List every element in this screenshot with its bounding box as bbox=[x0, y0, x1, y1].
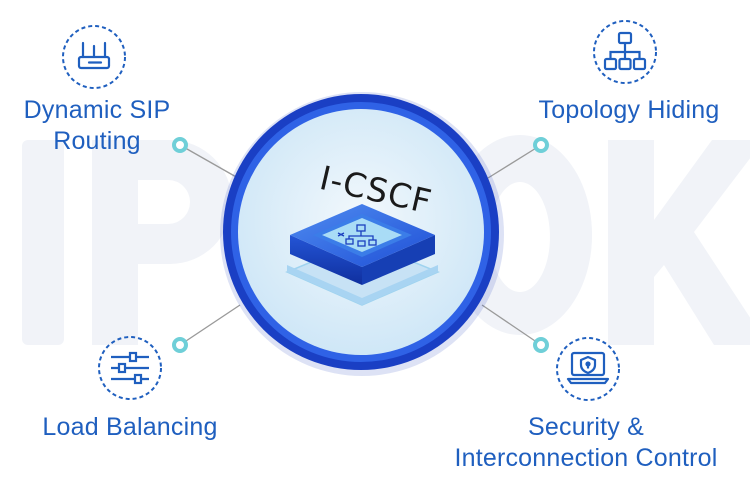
shield-laptop-icon bbox=[555, 336, 621, 402]
feature-label-line: Topology Hiding bbox=[538, 96, 720, 124]
connector-topology bbox=[487, 144, 542, 179]
feature-label-line: Interconnection Control bbox=[454, 444, 718, 472]
watermark-letter-k bbox=[608, 140, 750, 345]
feature-label-line: Security & bbox=[528, 413, 644, 441]
feature-label-line: Routing bbox=[53, 127, 141, 155]
node-topology bbox=[533, 137, 549, 153]
feature-load-balancing: Load Balancing bbox=[18, 412, 242, 443]
feature-topology-hiding: Topology Hiding bbox=[508, 95, 750, 126]
node-dynamic-sip bbox=[172, 137, 188, 153]
connector-load-balancing bbox=[179, 304, 241, 346]
connector-dynamic-sip bbox=[179, 144, 239, 179]
watermark-letter-i bbox=[22, 140, 64, 345]
hierarchy-icon bbox=[592, 19, 658, 85]
feature-label-line: Dynamic SIP bbox=[23, 96, 171, 124]
node-security bbox=[533, 337, 549, 353]
watermark-letter-p bbox=[92, 140, 232, 345]
node-load-balancing bbox=[172, 337, 188, 353]
feature-label-line: Load Balancing bbox=[42, 413, 218, 441]
feature-dynamic-sip-routing: Dynamic SIP Routing bbox=[0, 95, 194, 157]
connector-security bbox=[481, 304, 542, 346]
chip-graphic bbox=[285, 204, 440, 306]
feature-security-interconnection: Security & Interconnection Control bbox=[422, 412, 750, 474]
sliders-icon bbox=[97, 335, 163, 401]
router-icon bbox=[61, 24, 127, 90]
